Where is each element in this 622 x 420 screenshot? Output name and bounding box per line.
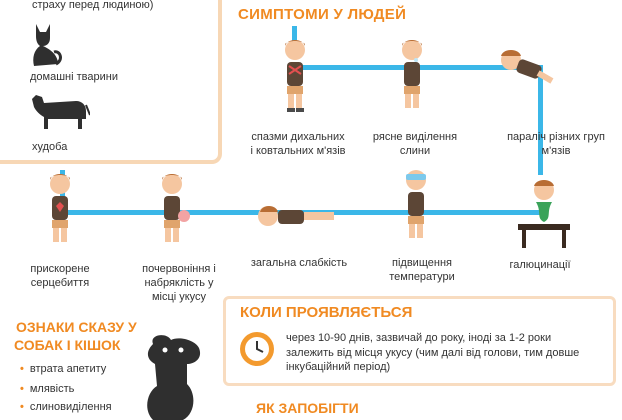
person-spasm-icon bbox=[285, 40, 305, 112]
clock-icon bbox=[240, 332, 274, 366]
when-box bbox=[223, 296, 616, 386]
person-fever-icon bbox=[406, 170, 426, 238]
pets-label: домашні тварини bbox=[30, 71, 118, 83]
signs-item: млявість bbox=[20, 382, 75, 396]
person-weakness-icon bbox=[258, 206, 334, 226]
symptom-caption: галюцинації bbox=[509, 259, 571, 271]
cat-icon bbox=[33, 24, 62, 66]
symptom-caption: рясне виділення слини bbox=[372, 131, 458, 157]
symptoms-title: СИМПТОМИ У ЛЮДЕЙ bbox=[238, 6, 407, 23]
when-title: КОЛИ ПРОЯВЛЯЄТЬСЯ bbox=[240, 304, 413, 321]
when-line1: через 10-90 днів, зазвичай до року, інод… bbox=[286, 332, 552, 344]
fear-text: страху перед людиною) bbox=[32, 0, 154, 11]
person-hallucination-icon bbox=[518, 180, 570, 248]
signs-title-line2: СОБАК І КІШОК bbox=[14, 337, 121, 353]
symptom-caption: почервоніння і набряклість у місці укусу bbox=[142, 263, 216, 303]
connector bbox=[60, 170, 65, 220]
connector bbox=[538, 65, 543, 175]
prevent-title: ЯК ЗАПОБІГТИ bbox=[256, 400, 359, 416]
symptom-caption: прискорене серцебиття bbox=[30, 263, 90, 289]
connector bbox=[292, 26, 297, 44]
person-drooling-icon bbox=[402, 40, 422, 108]
cattle-label: худоба bbox=[32, 141, 68, 153]
dog-cat-icon bbox=[147, 335, 201, 420]
when-line2: залежить від місця укусу (чим далі від г… bbox=[286, 347, 580, 359]
symptom-caption: спазми дихальних і ковтальних м'язів bbox=[250, 131, 346, 157]
symptom-caption: підвищення температури bbox=[389, 257, 455, 283]
signs-title-line1: ОЗНАКИ СКАЗУ У bbox=[16, 319, 137, 335]
symptom-caption: параліч різних груп м'язів bbox=[507, 131, 605, 157]
signs-item: слиновиділення bbox=[20, 400, 112, 414]
when-line3: інкубаційний період) bbox=[286, 361, 391, 373]
person-heartbeat-icon bbox=[50, 174, 70, 242]
signs-item: втрата апетиту bbox=[20, 362, 106, 376]
symptom-caption: загальна слабкість bbox=[250, 257, 348, 269]
cow-icon bbox=[32, 95, 90, 129]
person-bite-swelling-icon bbox=[162, 174, 190, 242]
person-paralysis-icon bbox=[501, 50, 554, 84]
